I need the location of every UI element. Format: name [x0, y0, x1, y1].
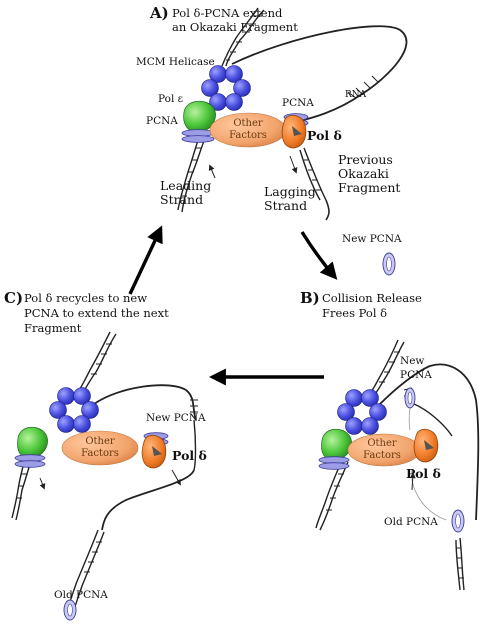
panel-a-tail [325, 199, 330, 221]
panel-a-mcm-label: MCM Helicase [136, 56, 215, 68]
panel-b-okazaki-strand1 [455, 539, 461, 591]
panel-a-okazaki-strand1 [299, 149, 321, 201]
panel-b-free-new-pcna [382, 252, 396, 276]
panel-c-new-fragment-stem [193, 419, 197, 471]
panel-c-other-factors-line1: Other [85, 436, 115, 447]
panel-a-previous-line1: Previous [338, 152, 393, 167]
panel-c-lagging-direction-arrow [171, 469, 181, 486]
panel-c-dna [11, 331, 197, 619]
panel-c: C) Pol δ recycles to new PCNA to extend … [4, 289, 207, 621]
panel-a-pol-epsilon-label: Pol ε [158, 93, 183, 105]
panel-a-lagging-direction-arrow [289, 155, 298, 174]
panel-b-new-pcna-tether [413, 403, 453, 437]
panel-a-pol-epsilon [183, 100, 216, 133]
panel-a-title-line2: an Okazaki Fragment [172, 20, 298, 34]
panel-a-leading-label-line2: Strand [160, 192, 203, 207]
panel-b-other-factors-line2: Factors [363, 450, 401, 461]
panel-b-loaded-new-pcna [404, 387, 416, 409]
panel-a-other-factors-line1: Other [233, 118, 263, 129]
panel-b-okazaki-strand2 [459, 537, 465, 591]
panel-c-lagging-tail [101, 469, 195, 531]
panel-a-lagging-label-line1: Lagging [264, 184, 316, 199]
panel-b-recycle-arrow [409, 472, 416, 491]
panel-c-letter: C) [4, 289, 23, 307]
panel-b-pol-delta-cleft [424, 440, 434, 450]
panel-c-pol-delta-cleft [152, 446, 162, 456]
panel-b-new-pcna-label-line2: PCNA [400, 369, 432, 381]
panel-b-new-pcna-guide [408, 407, 411, 431]
panel-c-title-line3: Fragment [24, 321, 82, 335]
panel-a-leading-dna-strand2 [181, 135, 207, 213]
panel-c-title-line1: Pol δ recycles to new [24, 291, 147, 305]
panel-a-pcna-left [181, 129, 215, 143]
panel-b-new-pcna-top-label: New PCNA [342, 233, 402, 245]
panel-c-old-pcna [63, 599, 77, 621]
panel-a-okazaki-strand2 [303, 147, 327, 201]
panel-a-title-line1: Pol δ-PCNA extend [172, 6, 283, 20]
panel-a-rna-label: RNA [345, 90, 367, 100]
panel-b-pol-delta-label: Pol δ [406, 466, 441, 481]
panel-c-mcm-helicase [49, 387, 99, 433]
arrow-a-to-b [300, 231, 338, 280]
panel-b-lagging-loop [379, 363, 480, 521]
panel-a-pol-delta-label: Pol δ [307, 128, 342, 143]
panel-a-lagging-label-line2: Strand [264, 198, 307, 213]
panel-b-other-factors-line1: Other [367, 438, 397, 449]
panel-a: A) Pol δ-PCNA extend an Okazaki Fragment [136, 4, 408, 221]
cycle-arrows [128, 225, 338, 386]
panel-a-previous-line3: Fragment [338, 180, 400, 195]
panel-a-dna-rungs [181, 15, 379, 197]
panel-b-title-line1: Collision Release [322, 291, 422, 305]
panel-b-old-pcna-label: Old PCNA [384, 516, 438, 528]
panel-a-parental-dna-strand2 [225, 9, 265, 67]
panel-a-pol-delta-cleft [292, 126, 302, 136]
panel-b-letter: B) [300, 289, 320, 307]
panel-a-lagging-loop [231, 25, 408, 123]
panel-a-parental-dna-strand1 [221, 7, 259, 67]
panel-c-title-line2: PCNA to extend the next [24, 306, 169, 320]
panel-c-pol-epsilon [17, 426, 48, 459]
panel-a-pcna-left-label: PCNA [146, 115, 178, 127]
panel-b-mcm-helicase [337, 389, 387, 435]
panel-a-mcm-helicase [201, 65, 251, 111]
panel-c-old-pcna-label: Old PCNA [54, 589, 108, 601]
panel-a-letter: A) [149, 4, 169, 22]
panel-c-okazaki-strand2 [71, 531, 105, 619]
panel-b-pcna-left [318, 456, 350, 470]
panel-c-other-factors-line2: Factors [81, 448, 119, 459]
panel-a-pcna-right-label: PCNA [282, 97, 314, 109]
panel-c-pcna-left [14, 454, 46, 468]
panel-a-previous-line2: Okazaki [338, 166, 389, 181]
panel-a-leading-label-line1: Leading [160, 178, 211, 193]
panel-b-leading-dna-strand1 [315, 459, 343, 529]
panel-a-other-factors-line2: Factors [229, 130, 267, 141]
panel-c-pol-delta-label: Pol δ [172, 448, 207, 463]
panel-b-old-pcna [451, 509, 465, 533]
panel-b-leading-dna-strand2 [319, 461, 349, 531]
arrow-c-to-a [128, 225, 163, 295]
panel-c-other-factors [61, 430, 139, 466]
panel-b-title-line2: Frees Pol δ [322, 306, 387, 320]
panel-b-new-pcna-label-line1: New [400, 355, 424, 367]
panel-a-leading-direction-arrow [208, 164, 216, 179]
panel-c-new-pcna-label: New PCNA [146, 412, 206, 424]
panel-c-leading-direction-arrow [39, 477, 46, 490]
panel-b: New PCNA B) Collision Release Frees Pol … [300, 233, 480, 591]
panel-c-parental-dna-strand1 [77, 331, 111, 393]
panel-c-lagging-loop [93, 384, 197, 421]
panel-b-dna [315, 339, 480, 591]
panel-b-pol-epsilon [321, 428, 352, 461]
